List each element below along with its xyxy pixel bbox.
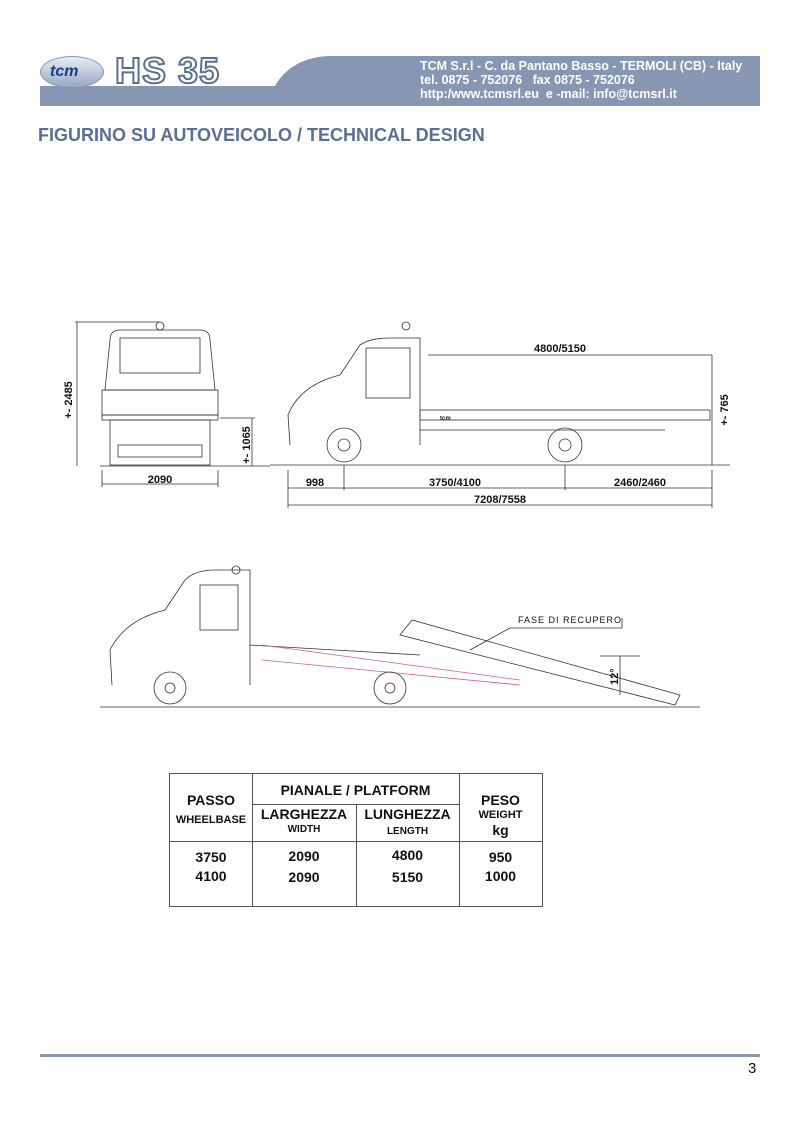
bed-logo: tcm [440, 416, 451, 422]
contact-phone: tel. 0875 - 752076 fax 0875 - 752076 [420, 73, 635, 87]
contact-web: http:/www.tcmsrl.eu e -mail: info@tcmsrl… [420, 87, 677, 101]
recovery-phase-label: FASE DI RECUPERO [518, 615, 622, 625]
col-larghezza: LARGHEZZA [260, 806, 348, 822]
col-platform: PIANALE / PLATFORM [280, 782, 431, 798]
dim-rear-overhang: 2460/2460 [614, 477, 666, 489]
col-wheelbase: WHEELBASE [175, 814, 247, 826]
col-weight: WEIGHT [478, 809, 523, 821]
page-number: 3 [748, 1060, 757, 1077]
logo-text: tcm [50, 63, 79, 80]
tilt-angle: 12° [609, 668, 621, 685]
row2-larghezza: 2090 [288, 869, 320, 885]
page-title: FIGURINO SU AUTOVEICOLO / TECHNICAL DESI… [38, 125, 485, 145]
col-kg: kg [492, 822, 509, 838]
side-view [270, 321, 730, 508]
row2-passo: 4100 [195, 868, 227, 884]
dim-front-overhang: 998 [306, 477, 324, 489]
header-band-contact [270, 56, 760, 106]
col-length: LENGTH [386, 826, 429, 837]
col-width: WIDTH [287, 824, 321, 835]
row1-passo: 3750 [195, 849, 227, 865]
col-passo: PASSO [187, 792, 235, 808]
contact-info: TCM S.r.l - C. da Pantano Basso - TERMOL… [420, 59, 742, 101]
row1-larghezza: 2090 [288, 848, 320, 864]
technical-drawing: 2090 +- 2485 +- 1065 tcm 4800/5150 +- 76… [63, 321, 731, 708]
dim-front-width: 2090 [148, 474, 172, 486]
dim-front-height: +- 2485 [63, 381, 75, 419]
row1-lunghezza: 4800 [391, 847, 424, 863]
model-logo: HS 35 [114, 49, 221, 92]
tcm-logo: tcm [40, 56, 104, 88]
contact-address: TCM S.r.l - C. da Pantano Basso - TERMOL… [420, 59, 743, 73]
col-peso: PESO [481, 792, 520, 808]
dim-total-length: 7208/7558 [474, 494, 526, 506]
dim-platform-rise: +- 765 [719, 394, 731, 426]
footer-divider [40, 1054, 760, 1057]
dim-wheelbase: 3750/4100 [429, 477, 481, 489]
dim-platform-height: +- 1065 [241, 426, 253, 464]
tilted-view [100, 565, 700, 708]
dim-platform-length: 4800/5150 [534, 343, 586, 355]
front-view [75, 321, 270, 487]
row2-lunghezza: 5150 [391, 869, 424, 885]
spec-table: PASSO WHEELBASE PIANALE / PLATFORM LARGH… [169, 773, 543, 907]
col-lunghezza: LUNGHEZZA [364, 806, 451, 822]
row1-peso: 950 [488, 849, 513, 865]
row2-peso: 1000 [484, 868, 517, 884]
